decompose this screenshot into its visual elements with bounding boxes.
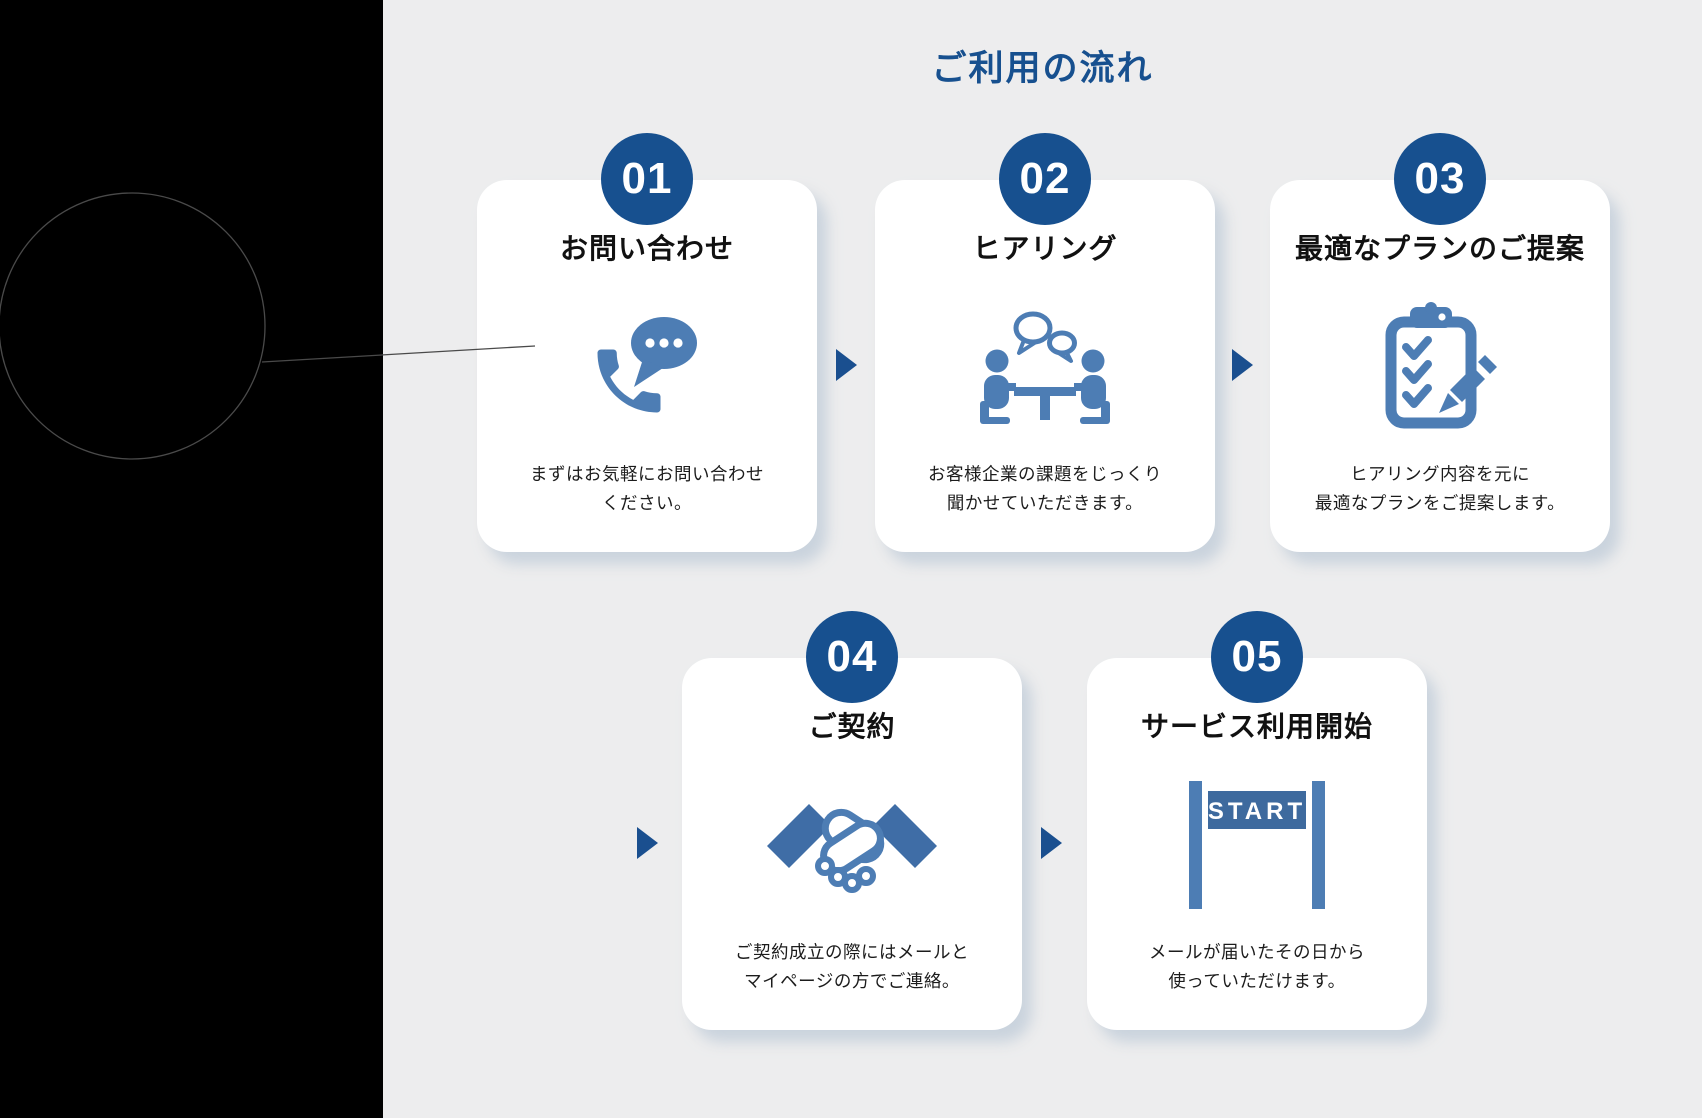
- page-title: ご利用の流れ: [931, 49, 1154, 88]
- step-number-badge-1: 01: [601, 133, 693, 225]
- step-description-2-line1: お客様企業の課題をじっくり: [928, 464, 1162, 484]
- step-description-2: お客様企業の課題をじっくり 聞かせていただきます。: [875, 460, 1215, 518]
- flow-arrow-3: [637, 827, 658, 859]
- step-number-badge-4: 04: [806, 611, 898, 703]
- step-card-3: 03 最適なプランのご提案 ヒアリング内容を元に 最適なプランをご提案します。: [1270, 133, 1610, 552]
- start-gate-label: START: [1208, 798, 1306, 825]
- step-title-3: 最適なプランのご提案: [1294, 233, 1585, 264]
- step-title-4: ご契約: [808, 711, 896, 742]
- step-description-1-line1: まずはお気軽にお問い合わせ: [530, 464, 764, 484]
- flow-arrow-4: [1041, 827, 1062, 859]
- step-number-badge-2: 02: [999, 133, 1091, 225]
- step-number-badge-3: 03: [1394, 133, 1486, 225]
- meeting-icon: [980, 311, 1110, 424]
- step-title-5: サービス利用開始: [1140, 711, 1373, 742]
- step-card-5: 05 サービス利用開始 START メールが届いたその日から 使っていただけます…: [1087, 611, 1427, 1030]
- step-title-2: ヒアリング: [972, 233, 1118, 264]
- start-gate-icon: START: [1189, 781, 1325, 909]
- step-description-3-line1: ヒアリング内容を元に: [1350, 464, 1530, 484]
- step-description-3-line2: 最適なプランをご提案します。: [1314, 493, 1566, 513]
- step-card-2: 02 ヒアリング お客様企業の課題: [875, 133, 1215, 552]
- step-description-5-line2: 使っていただけます。: [1168, 971, 1346, 991]
- step-description-3: ヒアリング内容を元に 最適なプランをご提案します。: [1270, 460, 1610, 518]
- step-title-1: お問い合わせ: [559, 233, 734, 264]
- step-description-2-line2: 聞かせていただきます。: [946, 493, 1144, 513]
- step-icon-box-2: [875, 292, 1215, 442]
- step-card-4: 04 ご契約 ご契約成立の際にはメールと マイページの方でご連絡。: [682, 611, 1022, 1030]
- flow-arrow-1: [836, 349, 857, 381]
- step-icon-box-1: [477, 292, 817, 442]
- step-icon-box-4: [682, 770, 1022, 920]
- step-icon-box-5: START: [1087, 770, 1427, 920]
- checklist-pencil-icon: [1385, 302, 1498, 429]
- step-description-5: メールが届いたその日から 使っていただけます。: [1087, 938, 1427, 996]
- step-number-badge-5: 05: [1211, 611, 1303, 703]
- step-description-4-line1: ご契約成立の際にはメールと: [735, 942, 969, 962]
- step-icon-box-3: [1270, 292, 1610, 442]
- black-sidebar-panel: [0, 0, 383, 1118]
- phone-chat-icon: [597, 317, 697, 413]
- step-description-4-line2: マイページの方でご連絡。: [744, 971, 960, 991]
- step-description-1: まずはお気軽にお問い合わせ ください。: [477, 460, 817, 518]
- flow-arrow-2: [1232, 349, 1253, 381]
- step-description-5-line1: メールが届いたその日から: [1149, 942, 1365, 962]
- handshake-icon: [767, 804, 937, 893]
- step-description-4: ご契約成立の際にはメールと マイページの方でご連絡。: [682, 938, 1022, 996]
- step-description-1-line2: ください。: [602, 493, 692, 513]
- step-card-1: 01 お問い合わせ まずはお気軽にお問い合わせ ください。: [477, 133, 817, 552]
